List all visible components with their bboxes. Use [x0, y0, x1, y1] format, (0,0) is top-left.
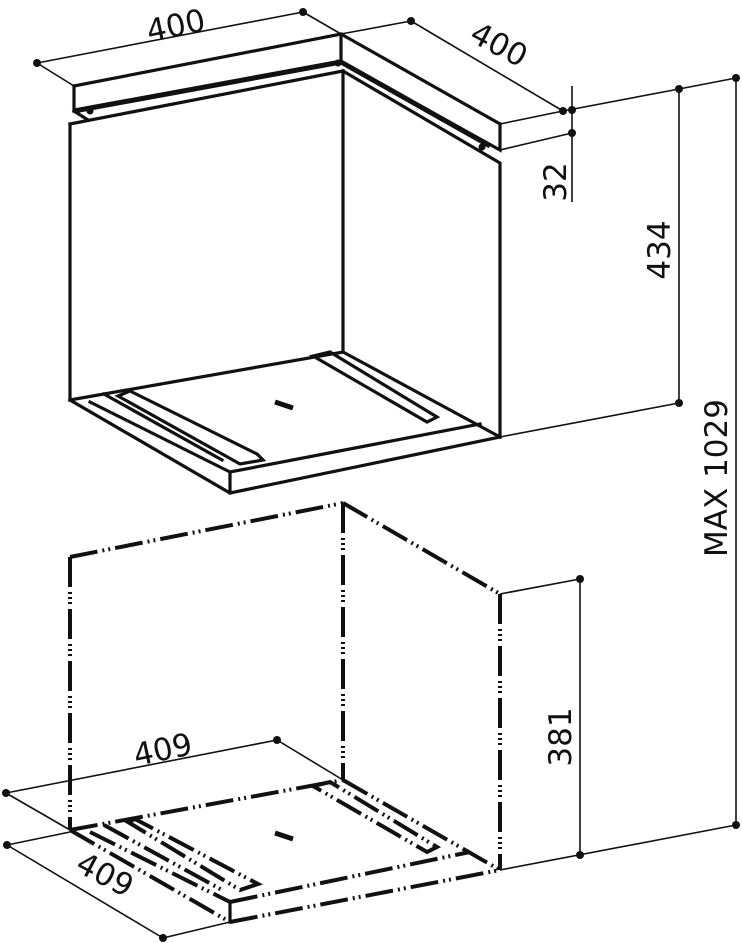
dimension-point [407, 17, 415, 25]
label-extension-width-side: 409 [70, 845, 139, 905]
dimension-point [576, 851, 584, 859]
dimension-point [3, 841, 11, 849]
dimension-point [159, 934, 167, 942]
label-hood-height: 434 [642, 220, 678, 279]
screw-icon [86, 107, 94, 115]
label-extension-height: 381 [543, 707, 579, 766]
hood-body [67, 68, 503, 495]
dimension-point [675, 399, 683, 407]
label-max-total-height: MAX 1029 [699, 399, 735, 557]
screw-icon [334, 59, 342, 67]
dimension-labels: 400 400 32 434 MAX 1029 381 409 409 [70, 2, 735, 904]
dimension-point [33, 59, 41, 67]
extension-phantom-box [68, 501, 502, 924]
dimension-point [273, 736, 281, 744]
label-canopy-thickness: 32 [538, 162, 574, 201]
dimension-point [732, 74, 740, 82]
dimension-point [568, 129, 576, 137]
label-canopy-width-side: 400 [464, 15, 533, 75]
label-extension-width-front: 409 [130, 726, 195, 774]
dimension-point [299, 8, 307, 16]
dimension-lines [2, 8, 740, 942]
label-canopy-width-front: 400 [143, 2, 208, 50]
dimension-point [568, 106, 576, 114]
screw-icon [478, 143, 486, 151]
dimension-point [576, 575, 584, 583]
ceiling-canopy [71, 32, 503, 153]
dimension-point [2, 789, 10, 797]
